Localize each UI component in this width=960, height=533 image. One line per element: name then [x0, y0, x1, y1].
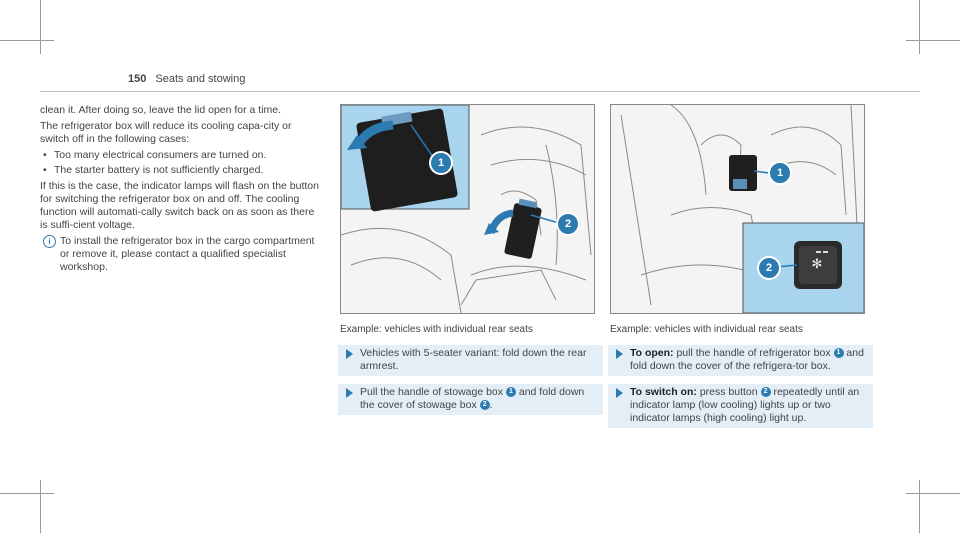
- callout-badge: 1: [505, 387, 516, 398]
- crop-mark: [906, 493, 960, 494]
- step-text: and fold down the cover of stowage box: [360, 386, 585, 411]
- step-text: .: [489, 399, 493, 411]
- callout-1: 1: [429, 151, 453, 175]
- instruction-steps: Vehicles with 5-seater variant: fold dow…: [338, 345, 603, 423]
- crop-mark: [919, 0, 920, 54]
- step: Pull the handle of stowage box 1 and fol…: [338, 384, 603, 415]
- figure-rear-armrest: 1 2: [340, 104, 595, 314]
- step-label: To open:: [630, 347, 674, 359]
- crop-mark: [40, 480, 41, 533]
- callout-badge: 2: [479, 400, 490, 411]
- car-interior-illustration: [611, 105, 864, 313]
- crop-mark: [40, 0, 41, 54]
- section-title: Seats and stowing: [155, 73, 246, 85]
- figure-refrigerator-box: ✻ 1 2: [610, 104, 865, 314]
- crop-mark: [919, 480, 920, 533]
- step-text: repeatedly until an indicator lamp (low …: [630, 386, 860, 424]
- step: To switch on: press button 2 repeatedly …: [608, 384, 873, 428]
- crop-mark: [906, 40, 960, 41]
- callout-1: 1: [768, 161, 792, 185]
- list-item: The starter battery is not sufficiently …: [40, 164, 320, 177]
- step-text: pull the handle of refrigerator box: [676, 347, 831, 359]
- figure-caption: Example: vehicles with individual rear s…: [610, 324, 803, 335]
- note-text: To install the refrigerator box in the c…: [60, 235, 315, 273]
- header-rule: [40, 91, 920, 92]
- step-text: Pull the handle of stowage box: [360, 386, 504, 398]
- page-header: 150 Seats and stowing: [128, 73, 245, 85]
- text-column: clean it. After doing so, leave the lid …: [40, 104, 320, 277]
- arrow-right-icon: [616, 388, 623, 398]
- callout-2: 2: [757, 256, 781, 280]
- step-label: To switch on:: [630, 386, 697, 398]
- snowflake-icon: ✻: [811, 256, 823, 271]
- step-text: press button: [699, 386, 758, 398]
- step-text: Vehicles with 5-seater variant: fold dow…: [360, 347, 587, 372]
- step: Vehicles with 5-seater variant: fold dow…: [338, 345, 603, 376]
- arrow-right-icon: [346, 388, 353, 398]
- paragraph: The refrigerator box will reduce its coo…: [40, 120, 292, 145]
- instruction-steps: To open: pull the handle of refrigerator…: [608, 345, 873, 436]
- page-number: 150: [128, 73, 147, 85]
- figure-caption: Example: vehicles with individual rear s…: [340, 324, 533, 335]
- paragraph: clean it. After doing so, leave the lid …: [40, 104, 282, 116]
- info-icon: i: [43, 235, 56, 248]
- bullet-list: Too many electrical consumers are turned…: [40, 149, 320, 177]
- paragraph: If this is the case, the indicator lamps…: [40, 180, 319, 231]
- info-note: i To install the refrigerator box in the…: [40, 235, 320, 274]
- callout-badge: 1: [833, 348, 844, 359]
- list-item: Too many electrical consumers are turned…: [40, 149, 320, 162]
- callout-2: 2: [556, 212, 580, 236]
- step-text: and fold down the cover of the refrigera…: [630, 347, 864, 372]
- car-interior-illustration: [341, 105, 594, 313]
- arrow-right-icon: [346, 349, 353, 359]
- crop-mark: [0, 493, 54, 494]
- arrow-right-icon: [616, 349, 623, 359]
- crop-mark: [0, 40, 54, 41]
- callout-badge: 2: [760, 387, 771, 398]
- step: To open: pull the handle of refrigerator…: [608, 345, 873, 376]
